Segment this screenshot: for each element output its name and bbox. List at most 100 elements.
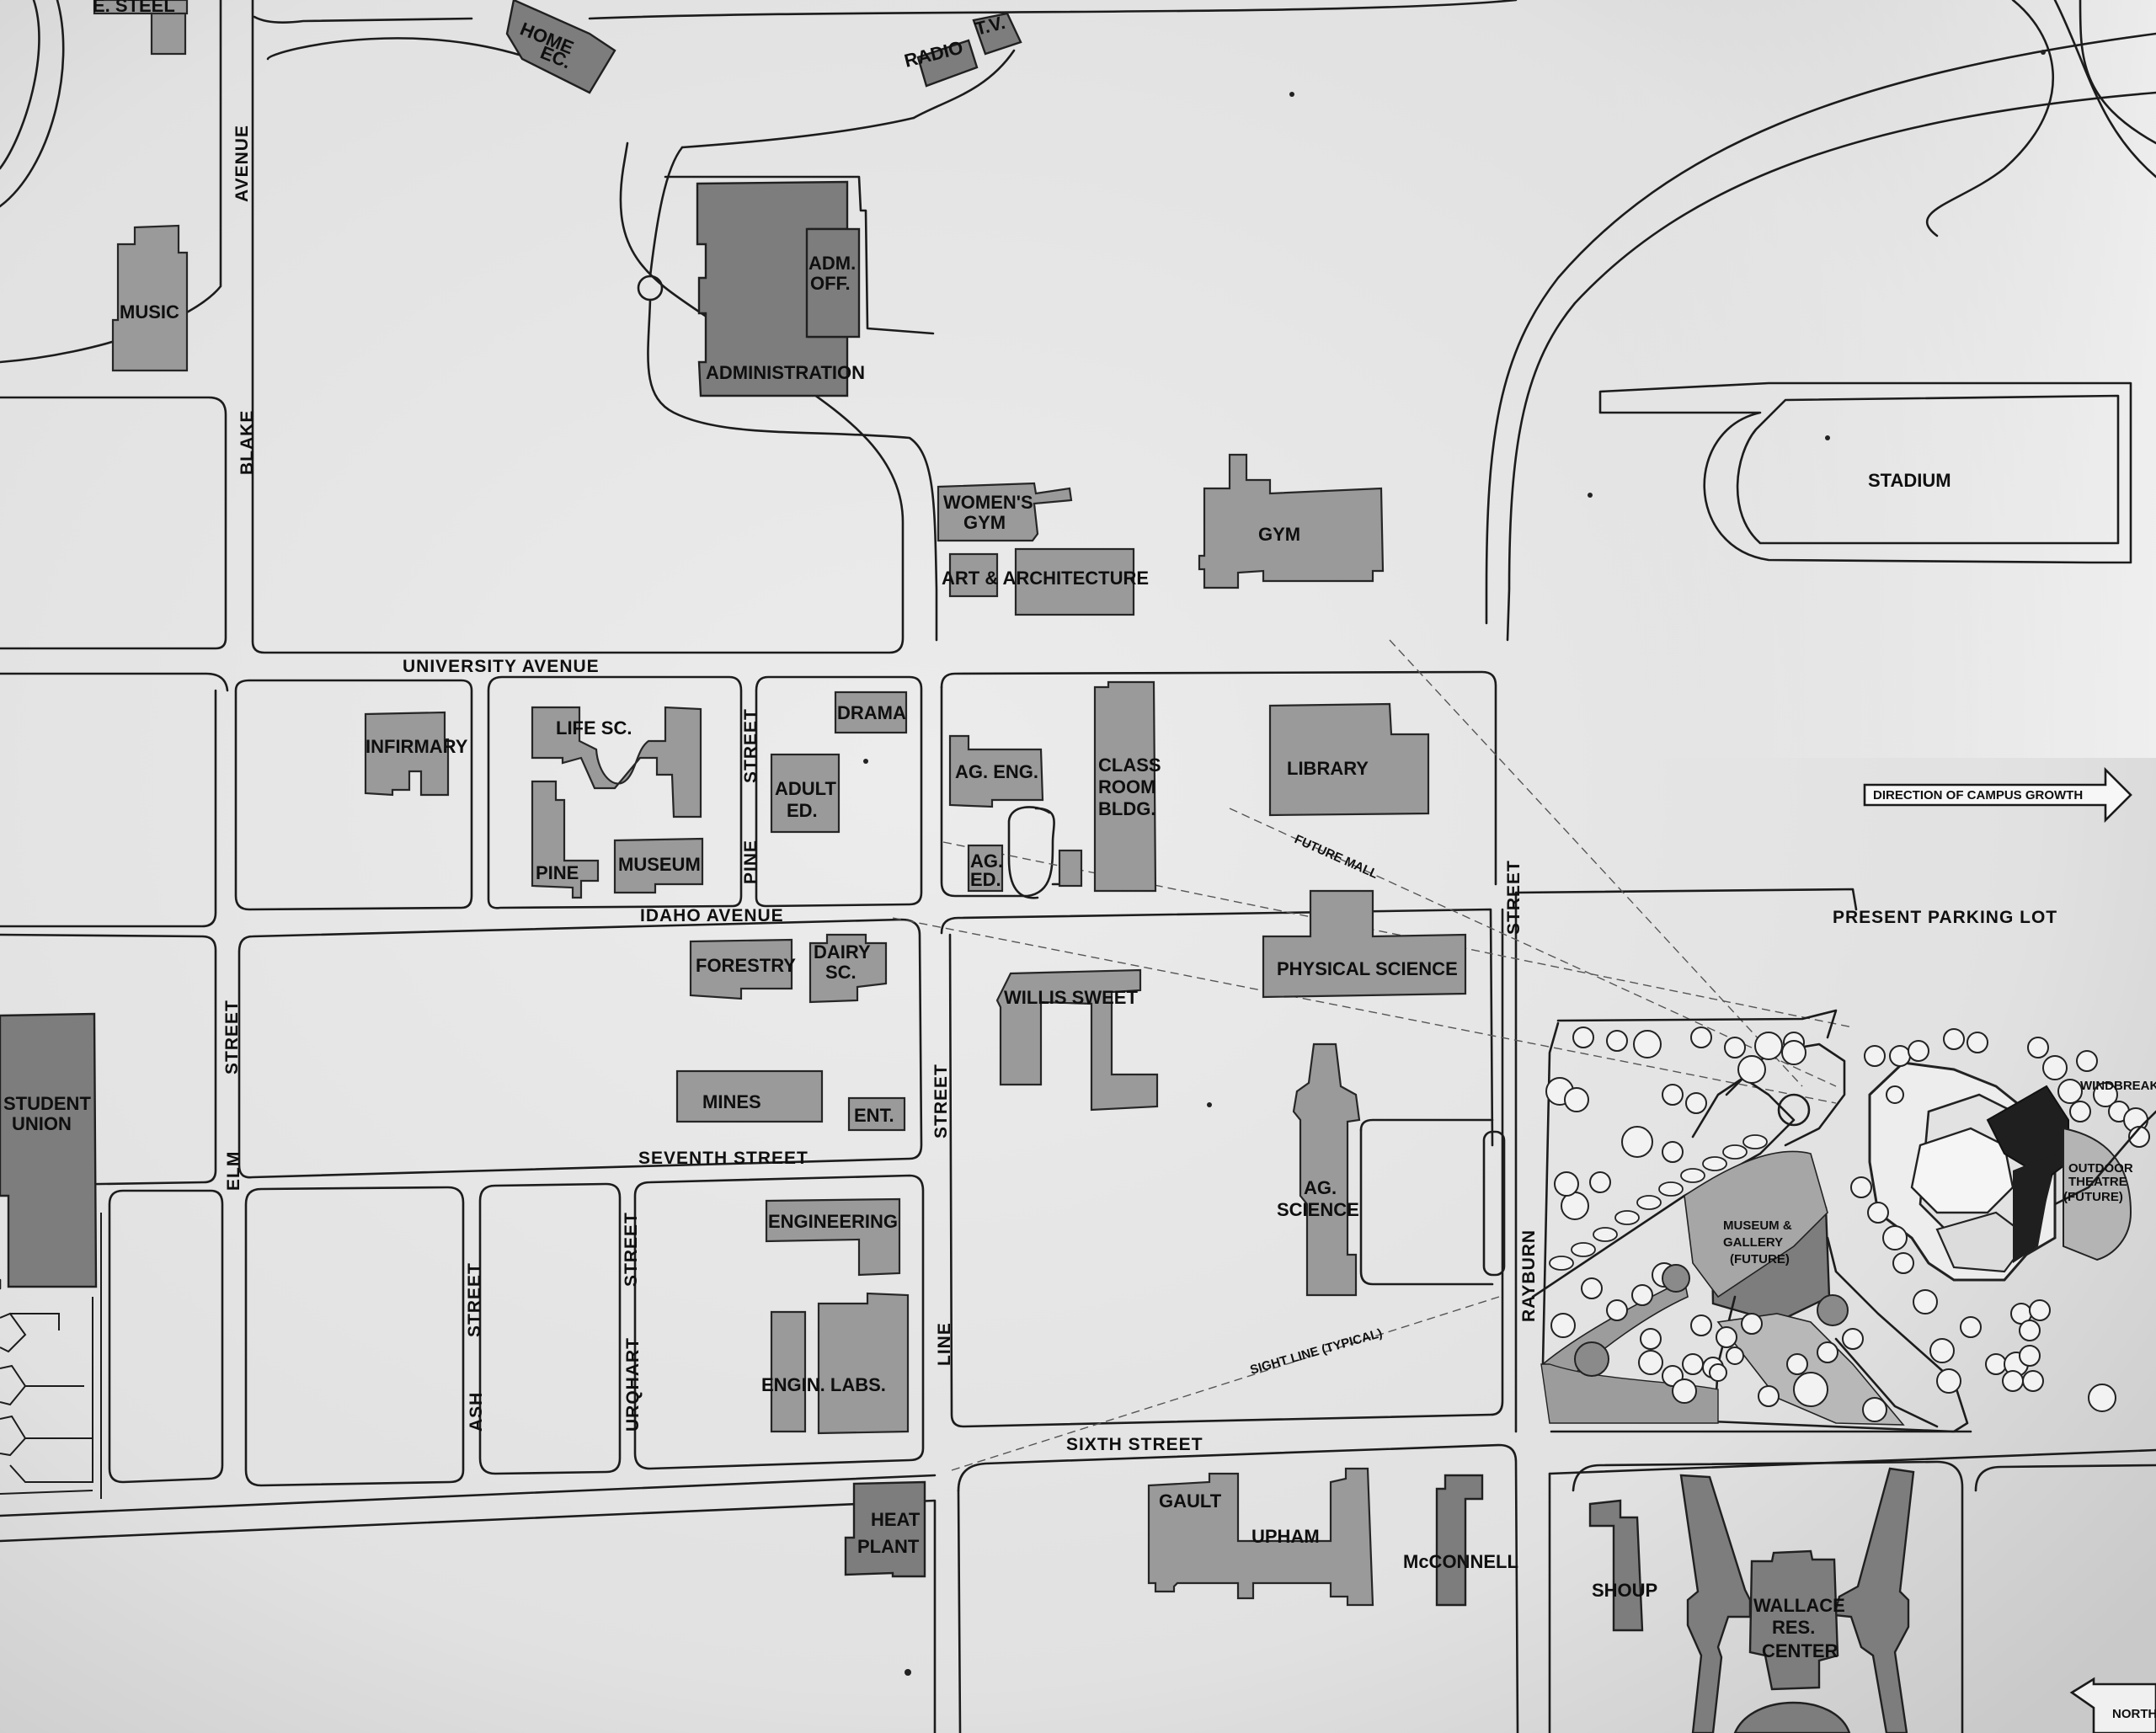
label-forestry: FORESTRY	[696, 955, 796, 976]
label-administration: ADMINISTRATION	[706, 362, 865, 383]
label-museum-gallery-2: GALLERY	[1723, 1235, 1783, 1250]
building-outdoor-theatre	[2063, 1127, 2132, 1261]
label-upham: UPHAM	[1251, 1526, 1320, 1547]
building-ag-ed	[967, 844, 1004, 893]
label-student-union-1: STUDENT	[3, 1093, 91, 1114]
label-student-union-2: UNION	[12, 1113, 72, 1134]
building-heat-plant	[844, 1480, 926, 1578]
building-engin-labs	[817, 1292, 910, 1435]
building-drama	[834, 691, 908, 734]
label-pine-street: STREET	[741, 708, 760, 783]
label-heat-plant-1: HEAT	[871, 1509, 921, 1530]
label-adult-ed-2: ED.	[787, 800, 818, 821]
building-music	[111, 224, 189, 372]
building-life-sc	[531, 706, 702, 819]
building-infirmary	[364, 711, 450, 797]
label-wallace-1: WALLACE	[1753, 1595, 1845, 1616]
label-gym: GYM	[1258, 524, 1300, 545]
building-home-ec	[505, 0, 616, 94]
label-ag-ed-2: ED.	[970, 869, 1001, 890]
label-classroom-1: CLASS	[1098, 755, 1161, 776]
building-engin-labs-west	[770, 1310, 807, 1433]
label-direction-growth: DIRECTION OF CAMPUS GROWTH	[1873, 788, 2083, 803]
building-willis-sweet	[995, 968, 1159, 1112]
building-classroom	[1093, 680, 1157, 893]
building-gym	[1198, 453, 1385, 589]
label-adm-off-2: OFF.	[810, 273, 851, 294]
label-mcconnell: McCONNELL	[1403, 1551, 1518, 1572]
label-blake-avenue: AVENUE	[232, 125, 252, 202]
label-outdoor-theatre-2: THEATRE	[2068, 1175, 2127, 1189]
label-idaho-avenue: IDAHO AVENUE	[640, 906, 784, 925]
label-museum-gallery-3: (FUTURE)	[1730, 1252, 1790, 1266]
label-blake: BLAKE	[237, 410, 257, 475]
building-dairy-sc	[808, 933, 888, 1004]
label-outdoor-theatre-1: OUTDOOR	[2068, 1161, 2133, 1176]
label-elm-street: STREET	[222, 1000, 242, 1074]
building-ag-science	[1292, 1042, 1361, 1297]
building-library	[1268, 702, 1430, 817]
label-infirmary: INFIRMARY	[366, 736, 468, 757]
label-heat-plant-2: PLANT	[857, 1536, 920, 1557]
label-life-sc: LIFE SC.	[556, 717, 632, 739]
label-museum-gallery-1: MUSEUM &	[1723, 1218, 1792, 1233]
label-ent: ENT.	[854, 1105, 894, 1126]
building-student-union	[0, 1012, 98, 1288]
building-gault-upham	[1147, 1467, 1374, 1607]
building-museum	[613, 837, 704, 894]
building-adm-off	[805, 227, 861, 339]
label-classroom-3: BLDG.	[1098, 798, 1155, 819]
label-urquhart-street: STREET	[622, 1212, 641, 1287]
print-specks	[863, 50, 2046, 1676]
label-wallace-3: CENTER	[1762, 1640, 1838, 1661]
label-wallace-2: RES.	[1772, 1617, 1815, 1638]
building-forestry	[689, 938, 793, 1000]
building-shoup	[1588, 1499, 1644, 1632]
north-arrow	[2069, 1677, 2156, 1733]
label-art-architecture: ART & ARCHITECTURE	[942, 568, 1149, 589]
label-mines: MINES	[702, 1091, 761, 1112]
building-engineering	[765, 1197, 901, 1277]
building-wallace-east-wing	[1833, 1467, 1915, 1733]
label-rayburn: RAYBURN	[1519, 1229, 1539, 1322]
label-drama: DRAMA	[837, 702, 906, 723]
label-sixth-street: SIXTH STREET	[1066, 1435, 1203, 1454]
building-art-architecture	[1014, 547, 1135, 616]
campus-growth-arrow	[1863, 766, 2132, 824]
label-seventh-street: SEVENTH STREET	[638, 1149, 808, 1168]
building-pine	[531, 780, 600, 899]
label-shoup: SHOUP	[1592, 1580, 1657, 1601]
label-line-street: STREET	[931, 1064, 951, 1138]
label-pine-st: PINE	[741, 840, 760, 884]
building-adult-ed	[770, 753, 841, 834]
label-pine: PINE	[536, 862, 579, 883]
label-north: NORTH	[2112, 1707, 2156, 1721]
building-womens-gym	[937, 482, 1073, 542]
label-dairy-sc-2: SC.	[825, 962, 857, 983]
label-ag-science-2: SCIENCE	[1277, 1199, 1359, 1220]
building-mcconnell	[1435, 1474, 1484, 1607]
label-windbreak: WINDBREAK	[2080, 1079, 2156, 1093]
label-e-steel: E. STEEL	[93, 0, 175, 16]
building-ag-eng	[948, 734, 1044, 808]
label-womens-gym-2: GYM	[963, 512, 1006, 533]
building-ent	[847, 1096, 906, 1132]
label-line: LINE	[935, 1322, 954, 1366]
label-ash: ASH	[467, 1392, 486, 1432]
building-tv	[972, 12, 1022, 56]
label-elm: ELM	[224, 1151, 243, 1191]
landscape	[1531, 1009, 2156, 1433]
label-adm-off-1: ADM.	[808, 253, 856, 274]
label-gault: GAULT	[1159, 1490, 1222, 1512]
building-wallace-res-center	[1748, 1549, 1839, 1691]
label-adult-ed-1: ADULT	[775, 778, 836, 799]
label-rayburn-street: STREET	[1504, 860, 1524, 935]
label-ag-ed-1: AG.	[970, 851, 1003, 872]
label-classroom-2: ROOM	[1098, 776, 1155, 797]
building-wallace-west-wing	[1679, 1474, 1752, 1733]
label-museum: MUSEUM	[618, 854, 701, 875]
label-stadium: STADIUM	[1868, 470, 1951, 491]
building-mines	[675, 1069, 824, 1123]
